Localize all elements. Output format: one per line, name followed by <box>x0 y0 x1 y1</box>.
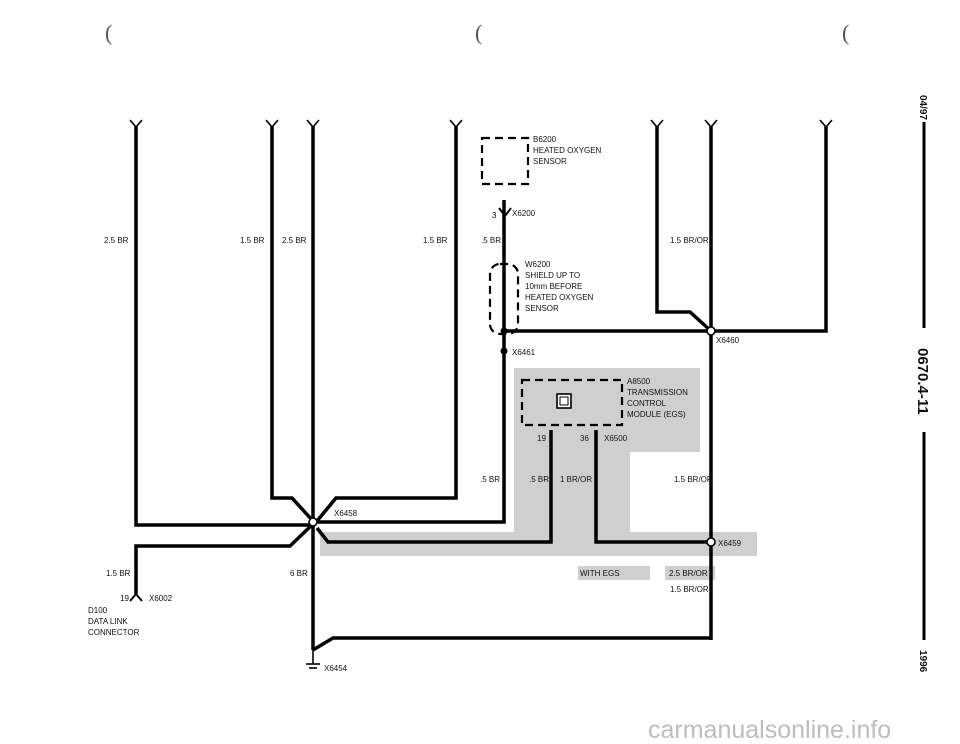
wire-label: 1.5 BR <box>106 569 131 578</box>
wire-egs-pin36 <box>594 430 711 544</box>
x6461-connector-point <box>500 347 508 355</box>
wire-label: 1 BR/OR <box>560 475 592 484</box>
x6200-connector-mark <box>498 207 512 218</box>
wire-1-5-br-or-c <box>711 126 828 333</box>
wire-label: 1.5 BR/OR <box>674 475 713 484</box>
b6200-ref: B6200 <box>533 135 557 144</box>
pin-3: 3 <box>492 211 497 220</box>
d100-desc-2: CONNECTOR <box>88 628 140 637</box>
x6459-splice <box>706 537 716 547</box>
w6200-desc-1: SHIELD UP TO <box>525 271 580 280</box>
d100-desc-1: DATA LINK <box>88 617 128 626</box>
wire-d100 <box>134 522 315 594</box>
wire-1-5-br-b <box>315 126 458 523</box>
x6460-label: X6460 <box>716 336 740 345</box>
x6458-label: X6458 <box>334 509 358 518</box>
egs-shaded-area <box>320 368 757 580</box>
wire-label: 2.5 BR <box>104 236 129 245</box>
wire-label: 1.5 BR <box>423 236 448 245</box>
wires <box>134 126 828 652</box>
pin-19-egs: 19 <box>537 434 546 443</box>
x6500-label: X6500 <box>604 434 628 443</box>
x6002-connector-mark <box>129 592 143 602</box>
margin-year: 1996 <box>917 650 928 673</box>
pin-19-d100: 19 <box>120 594 129 603</box>
x6459-label: X6459 <box>718 539 742 548</box>
wire-label: 1.5 BR/OR <box>670 585 709 594</box>
watermark: carmanualsonline.info <box>648 716 891 744</box>
with-egs-note: WITH EGS <box>580 569 620 578</box>
wire-label: .5 BR <box>481 236 501 245</box>
egs-module-icon <box>556 393 572 409</box>
right-margin: 04/97 0670.4-11 1996 <box>914 95 931 673</box>
wire-1-5-br-or-a <box>655 126 713 333</box>
margin-date: 04/97 <box>917 95 928 120</box>
ground-icon <box>306 650 320 669</box>
wire-continuation-marks <box>129 119 833 129</box>
wire-label: .5 BR <box>529 475 549 484</box>
wire-label: .5 BR <box>480 475 500 484</box>
wire-b6200-ground <box>317 200 506 524</box>
b6200-sensor-box <box>480 136 530 186</box>
wire-label: 2.5 BR <box>282 236 307 245</box>
w6200-desc-2: 10mm BEFORE <box>525 282 582 291</box>
a8500-module-box <box>520 378 624 427</box>
a8500-desc-2: CONTROL <box>627 399 667 408</box>
d100-ref: D100 <box>88 606 108 615</box>
wire-egs-pin19 <box>315 430 553 544</box>
binder-mark: ( <box>842 20 849 45</box>
x6002-label: X6002 <box>149 594 173 603</box>
x6461-label: X6461 <box>512 348 536 357</box>
w6200-ref: W6200 <box>525 260 551 269</box>
binder-mark: ( <box>475 20 482 45</box>
splice-points <box>308 326 716 547</box>
b6200-desc-1: HEATED OXYGEN <box>533 146 602 155</box>
wire-label: 2.5 BR/OR <box>669 569 708 578</box>
a8500-desc-1: TRANSMISSION <box>627 388 688 397</box>
wire-label: 6 BR <box>290 569 308 578</box>
pin-36: 36 <box>580 434 589 443</box>
a8500-desc-3: MODULE (EGS) <box>627 410 686 419</box>
x6460-splice <box>706 326 716 336</box>
b6200-desc-2: SENSOR <box>533 157 567 166</box>
wire-label: 1.5 BR/OR <box>670 236 709 245</box>
shield-ground-point <box>500 327 508 335</box>
margin-page-number: 0670.4-11 <box>914 348 931 415</box>
wire-label: 1.5 BR <box>240 236 265 245</box>
x6454-label: X6454 <box>324 664 348 673</box>
wire-2-5-br-left <box>134 126 313 527</box>
w6200-desc-3: HEATED OXYGEN <box>525 293 594 302</box>
wire-1-5-br-or-bottom <box>312 636 711 652</box>
x6200-label: X6200 <box>512 209 536 218</box>
w6200-desc-4: SENSOR <box>525 304 559 313</box>
wire-1-5-br-a <box>270 126 315 523</box>
binder-mark: ( <box>105 20 112 45</box>
x6458-splice <box>308 517 318 527</box>
a8500-ref: A8500 <box>627 377 651 386</box>
